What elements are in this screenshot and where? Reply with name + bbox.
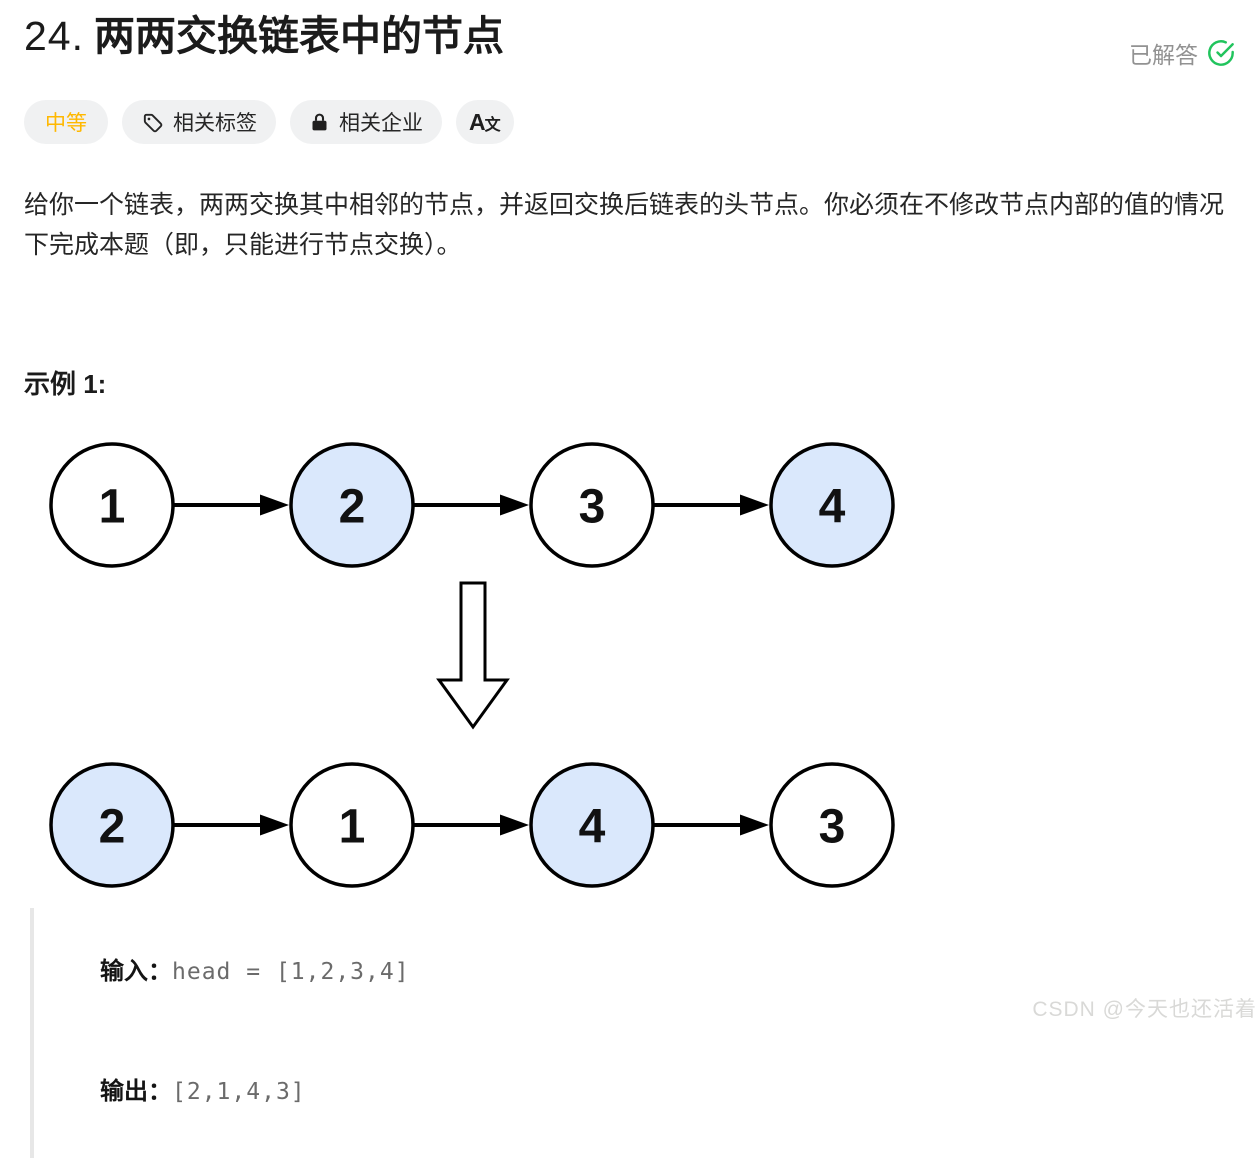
related-tags-button[interactable]: 相关标签: [122, 100, 276, 144]
csdn-watermark: CSDN @今天也还活着: [1032, 998, 1257, 1021]
check-circle-icon: [1208, 40, 1234, 66]
list-node: [769, 442, 895, 568]
input-label: 输入：: [100, 958, 173, 985]
arrow-head: [500, 814, 529, 836]
arrow-head: [740, 814, 769, 836]
example-heading: 示例 1:: [24, 369, 107, 399]
problem-number: 24.: [24, 13, 84, 59]
node-value: 2: [339, 481, 366, 534]
node-value: 1: [339, 801, 366, 854]
solved-status-badge: 已解答: [1129, 36, 1235, 70]
related-companies-button[interactable]: 相关企业: [290, 100, 442, 144]
list-node: [769, 762, 895, 888]
node-value: 4: [579, 801, 606, 854]
problem-page: 24.两两交换链表中的节点 已解答 中等 相关标签 相关企业: [0, 12, 1259, 1158]
list-node: [289, 762, 415, 888]
solved-status-label: 已解答: [1129, 42, 1198, 68]
node-value: 2: [99, 801, 126, 854]
tag-icon: [143, 113, 163, 132]
lock-icon: [312, 113, 327, 130]
translate-icon: A文: [469, 108, 501, 135]
output-value: [2,1,4,3]: [172, 1079, 306, 1105]
related-tags-label: 相关标签: [173, 112, 257, 135]
page-title: 24.两两交换链表中的节点: [24, 12, 1235, 60]
transform-down-arrow: [436, 581, 510, 730]
difficulty-label: 中等: [45, 112, 87, 135]
node-value: 3: [579, 481, 606, 534]
list-node: [529, 442, 655, 568]
list-node: [49, 762, 175, 888]
example-input-line: 输入：head = [1,2,3,4]: [60, 912, 1235, 1032]
node-value: 4: [819, 481, 846, 534]
difficulty-badge[interactable]: 中等: [24, 100, 108, 144]
list-node: [529, 762, 655, 888]
node-value: 1: [99, 481, 126, 534]
output-label: 输出：: [100, 1078, 173, 1105]
related-companies-label: 相关企业: [339, 112, 423, 135]
translate-button[interactable]: A文: [456, 100, 514, 144]
arrow-head: [260, 494, 289, 516]
node-value: 3: [819, 801, 846, 854]
list-node: [289, 442, 415, 568]
example-io-block: 输入：head = [1,2,3,4] 输出：[2,1,4,3]: [30, 908, 1235, 1158]
problem-title-text: 两两交换链表中的节点: [94, 13, 504, 59]
problem-description: 给你一个链表，两两交换其中相邻的节点，并返回交换后链表的头节点。你必须在不修改节…: [24, 191, 1225, 259]
example-output-line: 输出：[2,1,4,3]: [60, 1032, 1235, 1152]
arrow-head: [740, 494, 769, 516]
example-diagram: 1 2 3 4 2 1 4 3: [49, 442, 895, 888]
arrow-head: [500, 494, 529, 516]
tag-row: 中等 相关标签 相关企业 A文: [24, 100, 1235, 144]
input-value: head = [1,2,3,4]: [172, 959, 410, 985]
list-node: [49, 442, 175, 568]
arrow-head: [260, 814, 289, 836]
